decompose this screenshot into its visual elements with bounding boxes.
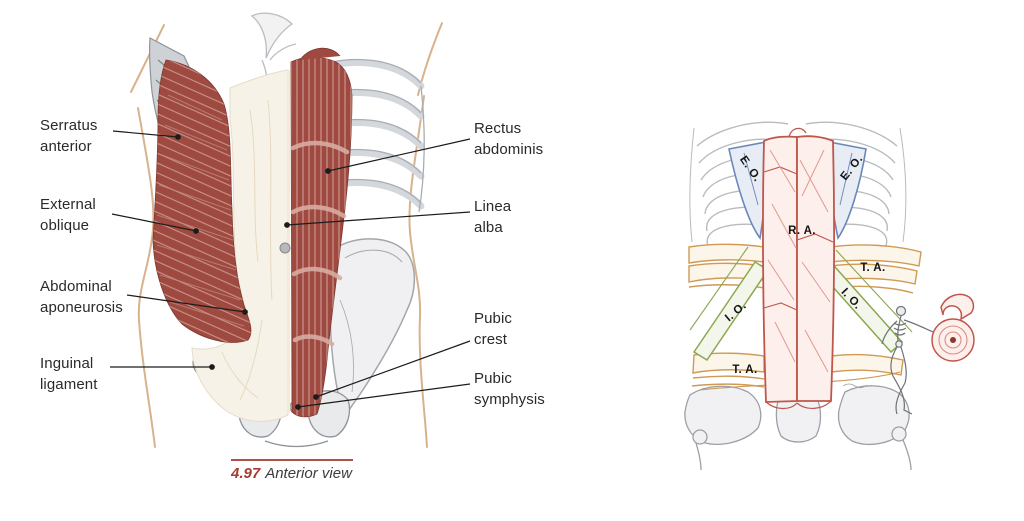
muscle-layer-schematic [684, 121, 975, 471]
label-ta-right: T. A. [860, 262, 886, 274]
external-oblique-muscle [152, 59, 252, 343]
label-inguinal-ligament: Inguinal ligament [40, 355, 98, 393]
navel [279, 242, 291, 254]
label-linea-alba: Linea alba [474, 198, 512, 236]
skeleton-skull [895, 305, 907, 317]
label-external-oblique: External oblique [40, 196, 96, 234]
muscle-roll [931, 293, 975, 362]
signature-squiggle [842, 383, 868, 389]
label-ra: R. A. [788, 225, 816, 237]
label-abdominal-aponeurosis: Abdominal aponeurosis [40, 278, 123, 316]
hip-bone [329, 238, 416, 418]
leader-lines [110, 130, 471, 410]
label-ta-bottom-left: T. A. [732, 364, 758, 376]
rectus-abdominis-column [762, 127, 835, 410]
sternum-sketch [250, 12, 297, 87]
abdominal-aponeurosis-sheet [191, 69, 289, 422]
figure-number: 4.97 [231, 465, 261, 482]
rectus-abdominis-muscle [287, 47, 353, 418]
label-pubic-symphysis: Pubic symphysis [474, 370, 545, 408]
label-serratus-anterior: Serratus anterior [40, 117, 98, 155]
figure-title: Anterior view [265, 465, 352, 482]
label-rectus-abdominis: Rectus abdominis [474, 120, 544, 158]
anterior-torso-illustration [110, 12, 471, 448]
label-pubic-crest: Pubic crest [474, 310, 513, 348]
mini-skeleton-figure [881, 305, 934, 415]
schematic-pelvis [684, 383, 912, 471]
transversus-abdominis-bands [688, 243, 922, 391]
